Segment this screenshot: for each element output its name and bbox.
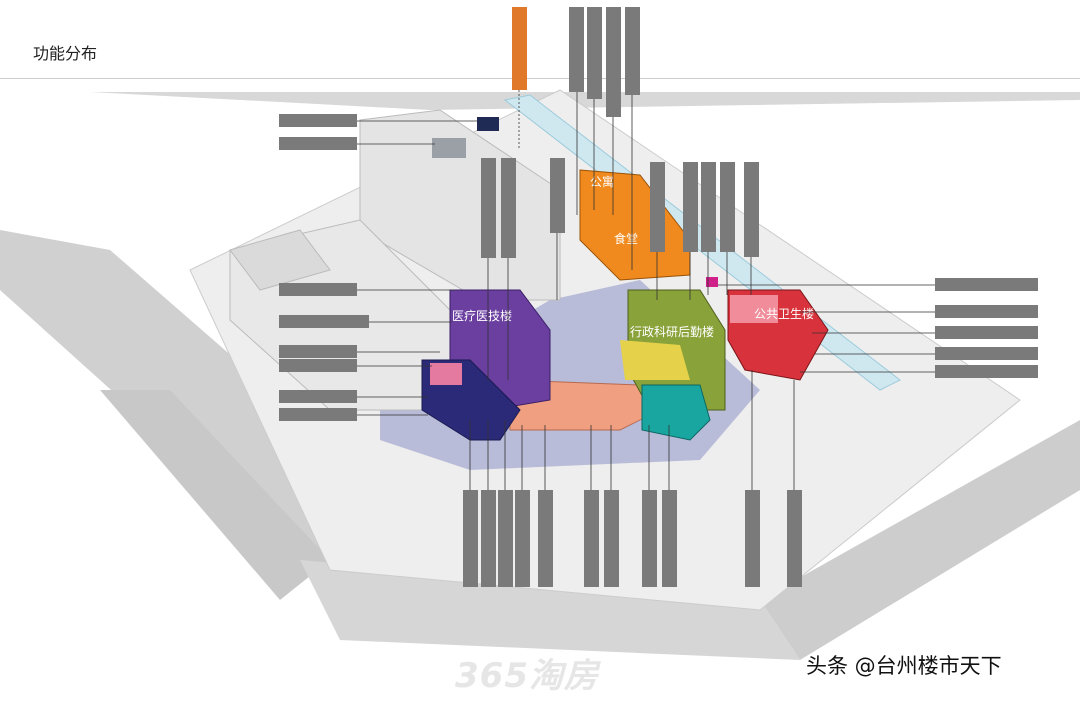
callout-tag (935, 278, 1038, 291)
callout-tag (625, 7, 640, 95)
callout-tag (279, 114, 357, 127)
building-label-admin-research: 行政科研后勤楼 (630, 324, 714, 339)
callout-tag (935, 347, 1038, 360)
building-label-medical-tech: 医疗医技楼 (452, 308, 512, 323)
callout-tag (604, 490, 619, 587)
callout-tag (481, 490, 496, 587)
building-label-public-health: 公共卫生楼 (754, 306, 814, 321)
callout-tag (279, 408, 357, 421)
medical-tech-pink-panel (430, 363, 462, 385)
page-title: 功能分布 (33, 44, 98, 63)
callout-tag (587, 7, 602, 99)
callout-tag (745, 490, 760, 587)
callout-tag (662, 490, 677, 587)
road-top-strip (90, 92, 1080, 110)
callout-tag (569, 7, 584, 92)
road-network (0, 92, 1080, 660)
new-buildings (421, 169, 829, 441)
callout-tag-accent (512, 7, 527, 90)
callout-tag (744, 162, 759, 257)
building-label-canteen: 食堂 (614, 231, 638, 246)
teal-block (641, 384, 711, 441)
callout-tag (279, 137, 357, 150)
callout-tag (650, 162, 665, 252)
road-right-diagonal (760, 420, 1080, 660)
callout-tag (787, 490, 802, 587)
callout-tag (584, 490, 599, 587)
callout-tag (935, 305, 1038, 318)
callout-tag (538, 490, 553, 587)
callout-tag (720, 162, 735, 252)
source-credit: 头条 @台州楼市天下 (806, 654, 1002, 678)
callout-tag (515, 490, 530, 587)
callout-tag (463, 490, 478, 587)
rooftop-block (432, 138, 466, 158)
callout-tag (501, 158, 516, 258)
rooftop-magenta-block (706, 277, 718, 287)
watermark-logo: 365淘房 (455, 656, 599, 696)
rooftop-dark-block (477, 117, 499, 131)
title-divider (0, 78, 1080, 79)
callout-tag (935, 326, 1038, 339)
bottom-callouts (463, 370, 802, 587)
admin-research-yellow (620, 340, 690, 380)
callout-tag (481, 158, 496, 258)
right-callouts (718, 278, 1038, 378)
building-label-dormitory: 公寓 (590, 174, 614, 189)
road-bottom (300, 560, 800, 660)
callout-tag (550, 158, 565, 233)
callout-tag (606, 7, 621, 117)
callout-tag (935, 365, 1038, 378)
callout-tag (279, 283, 357, 296)
existing-low-block (229, 229, 331, 291)
public-health-pink (730, 295, 778, 323)
callout-tag (279, 315, 369, 328)
top-callouts (481, 7, 759, 380)
callout-tag (701, 162, 716, 252)
callout-tag (279, 359, 357, 372)
left-callouts (279, 114, 478, 421)
callout-tag (498, 490, 513, 587)
callout-tag (279, 390, 357, 403)
callout-tag (279, 345, 357, 358)
road-bottom-left-ramp (100, 390, 330, 600)
callout-tag (683, 162, 698, 252)
callout-tag (642, 490, 657, 587)
